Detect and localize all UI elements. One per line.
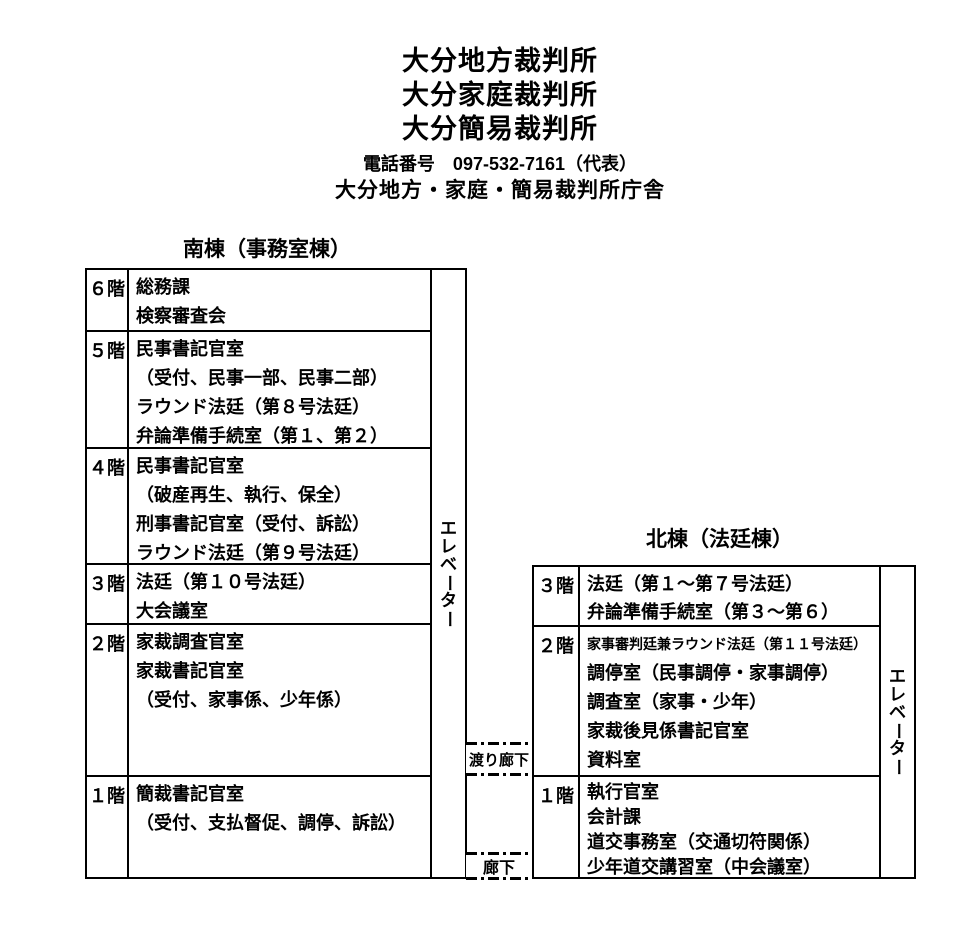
floor-rooms: 民事書記官室 （受付、民事一部、民事二部） ラウンド法廷（第８号法廷） 弁論準備手続室… — [129, 332, 430, 447]
floor-label: １階 — [534, 777, 580, 877]
page-header: 大分地方裁判所 大分家庭裁判所 大分簡易裁判所 電話番号 097-532-716… — [335, 44, 665, 204]
phone-number: 電話番号 097-532-7161（代表） — [362, 154, 638, 174]
floor-row: １階執行官室会計課道交事務室（交通切符関係） 少年道交講習室（中会議室） — [534, 777, 879, 877]
elevator-label-char: ー — [888, 758, 908, 776]
floor-row: ３階法廷（第１０号法廷） 大会議室 — [87, 565, 430, 625]
floor-row: ２階家事審判廷兼ラウンド法廷（第１１号法廷） 調停室（民事調停・家事調停） 調査室（… — [534, 627, 879, 777]
dashed-line — [466, 742, 532, 745]
room-name: 調停室（民事調停・家事調停） — [587, 663, 839, 683]
north-elevator-shaft-label: エレベーター — [879, 567, 914, 877]
room-name: （受付、民事一部、民事二部） — [136, 368, 388, 388]
floor-label: ３階 — [87, 565, 129, 623]
bridge-corridor-label: 渡り廊下 — [468, 751, 529, 769]
elevator-label-char: ー — [439, 574, 459, 591]
elevator-label-char: ー — [888, 722, 908, 740]
room-name: 簡裁書記官室 — [136, 784, 244, 804]
elevator-label-char: エ — [889, 667, 906, 686]
room-name: 執行官室 — [587, 782, 659, 802]
room-name: 総務課 — [136, 277, 190, 297]
floor-rooms: 執行官室会計課道交事務室（交通切符関係） 少年道交講習室（中会議室） — [580, 777, 879, 877]
dashed-line — [466, 877, 532, 880]
room-name: 弁論準備手続室（第３～第６） — [587, 602, 839, 622]
elevator-label-char: タ — [889, 739, 906, 758]
floor-label: １階 — [87, 777, 129, 877]
hall-corridor: 廊下 — [466, 852, 532, 880]
bridge-corridor: 渡り廊下 — [466, 742, 532, 776]
dashed-line — [466, 852, 532, 855]
room-name: 民事書記官室 — [136, 456, 244, 476]
floor-label: ２階 — [534, 627, 580, 775]
floor-rooms: 総務課検察審査会 — [129, 270, 430, 330]
north-building-table: ３階法廷（第１～第７号法廷） 弁論準備手続室（第３～第６） ２階家事審判廷兼ラウンド… — [532, 565, 916, 879]
floor-label: ２階 — [87, 625, 129, 775]
building-complex-name: 大分地方・家庭・簡易裁判所庁舎 — [335, 179, 665, 202]
room-name: 民事書記官室 — [136, 339, 244, 359]
floor-row: ２階家裁調査官室家裁書記官室 （受付、家事係、少年係） — [87, 625, 430, 777]
room-name: （破産再生、執行、保全） — [136, 485, 352, 505]
room-name: 家裁書記官室 — [136, 661, 244, 681]
court-title-summary: 大分簡易裁判所 — [402, 114, 598, 144]
room-name: 法廷（第１～第７号法廷） — [587, 574, 803, 594]
elevator-label-char: ー — [439, 610, 459, 627]
room-name: 家裁後見係書記官室 — [587, 721, 749, 741]
floor-row: ６階総務課検察審査会 — [87, 270, 430, 332]
floor-row: ３階法廷（第１～第７号法廷） 弁論準備手続室（第３～第６） — [534, 567, 879, 627]
room-name: 家裁調査官室 — [136, 632, 244, 652]
floor-row: １階簡裁書記官室 （受付、支払督促、調停、訴訟） — [87, 777, 430, 877]
floor-rooms: 家裁調査官室家裁書記官室 （受付、家事係、少年係） — [129, 625, 430, 775]
hall-corridor-label: 廊下 — [482, 860, 515, 877]
room-name: （受付、家事係、少年係） — [136, 690, 352, 710]
south-building-title: 南棟（事務室棟） — [183, 238, 351, 261]
elevator-label-char: レ — [889, 685, 906, 704]
room-name: 弁論準備手続室（第１、第２） — [136, 426, 388, 446]
floor-rooms: 法廷（第１０号法廷） 大会議室 — [129, 565, 430, 623]
floor-rooms: 民事書記官室 （破産再生、執行、保全） 刑事書記官室（受付、訴訟） ラウンド法廷（第９… — [129, 449, 430, 563]
floor-row: ４階民事書記官室 （破産再生、執行、保全） 刑事書記官室（受付、訴訟） ラウンド法廷（… — [87, 449, 430, 565]
south-elevator-shaft-label: エレベーター — [430, 270, 465, 877]
elevator-label-char: レ — [440, 536, 457, 556]
floor-label: ６階 — [87, 270, 129, 330]
court-title-family: 大分家庭裁判所 — [402, 80, 598, 110]
room-name: ラウンド法廷（第８号法廷） — [136, 397, 370, 417]
room-name: 会計課 — [587, 807, 641, 827]
floor-rooms: 家事審判廷兼ラウンド法廷（第１１号法廷） 調停室（民事調停・家事調停） 調査室（家事… — [580, 627, 879, 775]
floor-label: ４階 — [87, 449, 129, 563]
room-name: 刑事書記官室（受付、訴訟） — [136, 514, 370, 534]
floor-row: ５階民事書記官室 （受付、民事一部、民事二部） ラウンド法廷（第８号法廷） 弁論準備手… — [87, 332, 430, 449]
court-title-district: 大分地方裁判所 — [402, 46, 598, 76]
room-name: ラウンド法廷（第９号法廷） — [136, 543, 370, 563]
room-name: （受付、支払督促、調停、訴訟） — [136, 813, 406, 833]
floor-label: ３階 — [534, 567, 580, 625]
floor-rooms: 法廷（第１～第７号法廷） 弁論準備手続室（第３～第６） — [580, 567, 879, 625]
elevator-label-char: ベ — [889, 703, 906, 722]
elevator-label-char: タ — [440, 590, 457, 610]
room-name: 道交事務室（交通切符関係） — [587, 832, 821, 852]
room-name: 調査室（家事・少年） — [587, 692, 767, 712]
room-name: 家事審判廷兼ラウンド法廷（第１１号法廷） — [587, 636, 867, 652]
room-name: 法廷（第１０号法廷） — [136, 572, 316, 592]
room-name: 大会議室 — [136, 601, 208, 621]
room-name: 少年道交講習室（中会議室） — [587, 857, 821, 877]
dashed-line — [466, 773, 532, 776]
floor-label: ５階 — [87, 332, 129, 447]
room-name: 資料室 — [587, 750, 641, 770]
elevator-label-char: エ — [440, 518, 457, 538]
room-name: 検察審査会 — [136, 306, 226, 326]
north-building-title: 北棟（法廷棟） — [646, 528, 793, 551]
floor-rooms: 簡裁書記官室 （受付、支払督促、調停、訴訟） — [129, 777, 430, 877]
elevator-label-char: ベ — [440, 554, 457, 574]
north-floor-rows: ３階法廷（第１～第７号法廷） 弁論準備手続室（第３～第６） ２階家事審判廷兼ラウンド… — [534, 567, 879, 877]
